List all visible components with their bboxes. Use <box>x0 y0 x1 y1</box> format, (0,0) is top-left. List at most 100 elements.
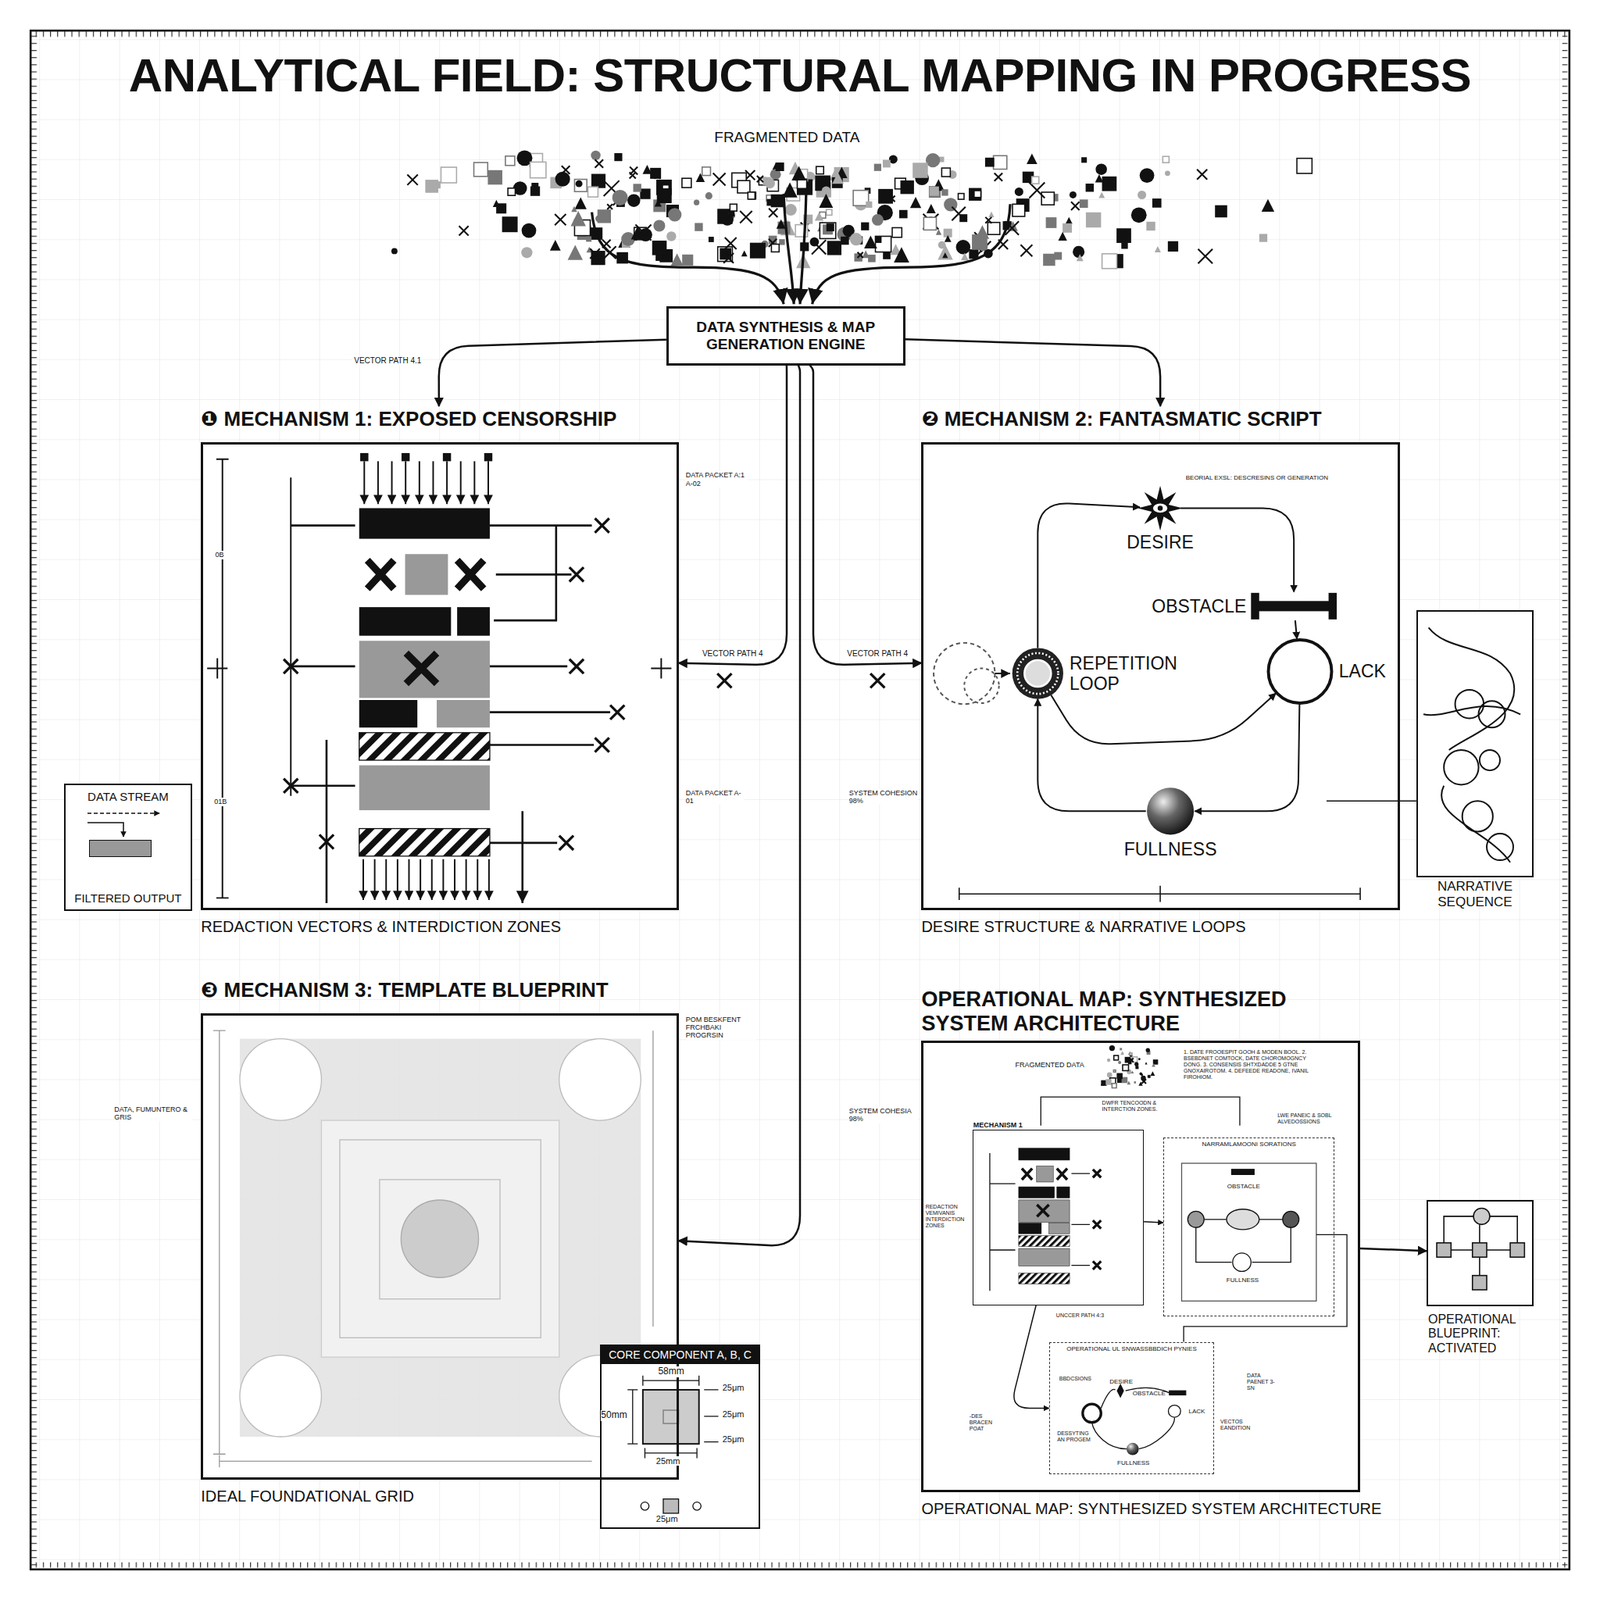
data-fragment <box>567 244 583 260</box>
data-fragment <box>926 203 936 214</box>
data-flow-line <box>800 193 807 304</box>
connector <box>1014 1305 1050 1409</box>
data-fragment <box>1085 183 1094 192</box>
data-fragment <box>653 219 665 232</box>
data-fragment <box>588 186 599 197</box>
data-fragment <box>951 207 965 221</box>
interdiction-mark <box>610 705 625 720</box>
node-label: IDEAL FOUNDATIONAL GRID <box>200 1487 415 1506</box>
connector <box>1194 703 1300 811</box>
data-fragment <box>941 167 950 177</box>
node-label: ❶ MECHANISM 1: EXPOSED CENSORSHIP <box>200 407 617 432</box>
data-fragment <box>1134 1062 1139 1067</box>
frame-box: NARRATIVE SEQUENCE <box>1416 610 1534 878</box>
narrative-figure <box>1455 689 1485 719</box>
data-fragment <box>1261 199 1275 212</box>
frame-box: MECHANISM 1 <box>972 1129 1144 1306</box>
annotation: DESSYTING AN PROGEM <box>1057 1430 1095 1443</box>
frame-box: OPERATIONAL BLUEPRINT: ACTIVATED <box>1426 1200 1534 1307</box>
operational-map <box>1183 1234 1347 1342</box>
annotation: 01B <box>214 797 227 806</box>
data-fragment <box>864 235 878 249</box>
data-fragment <box>871 214 884 226</box>
data-fragment <box>574 179 587 193</box>
edge-label: VECTOR PATH 4 <box>700 649 765 659</box>
connector <box>1295 620 1297 640</box>
node-label: OPERATIONAL UL SNWASSBBDICH PYNIES <box>1050 1345 1215 1353</box>
node-label: NARRAMLAMOONI SORATIONS <box>1164 1140 1334 1148</box>
data-fragment <box>1069 191 1077 199</box>
node-label: FULLNESS <box>1117 1459 1150 1467</box>
data-fragment <box>985 157 995 168</box>
data-fragment <box>882 160 891 168</box>
data-fragment <box>629 171 636 179</box>
signal-arrow <box>487 460 490 504</box>
data-fragment <box>666 231 676 241</box>
node-label: OPERATIONAL MAP: SYNTHESIZED SYSTEM ARCH… <box>921 987 1361 1036</box>
data-fragment <box>614 153 622 161</box>
annotation: -DES BRACEN POAT <box>969 1413 1005 1433</box>
operational-map <box>1126 1442 1140 1456</box>
component-drawing <box>642 1389 700 1444</box>
data-fragment <box>1167 241 1179 252</box>
legend-text: FILTERED OUTPUT <box>65 891 190 905</box>
signal-arrow <box>460 460 462 504</box>
interdiction-mark <box>717 673 732 688</box>
interdiction-mark <box>1092 1220 1101 1229</box>
data-fragment <box>597 209 611 223</box>
annotation: LWE PANEIC & SOBL ALVEDOSSIONS <box>1277 1112 1336 1125</box>
annotation: FRAGMENTED DATA <box>1015 1060 1085 1069</box>
data-fragment <box>1111 1083 1117 1089</box>
data-fragment <box>974 190 982 198</box>
data-fragment <box>575 180 583 188</box>
data-fragment <box>391 247 398 254</box>
fantasy-figure <box>1328 592 1337 620</box>
annotation: DATA PACKET A-01 <box>685 789 745 806</box>
data-fragment <box>1129 1052 1133 1056</box>
operational-map <box>1168 1405 1182 1418</box>
data-fragment <box>1147 1075 1150 1078</box>
data-fragment <box>956 239 971 254</box>
signal-arrow <box>446 460 448 504</box>
data-fragment <box>928 185 941 198</box>
annotation: SYSTEM COHESIA 98% <box>849 1107 918 1124</box>
annotation: 25μm <box>722 1409 745 1420</box>
data-fragment <box>725 237 737 250</box>
data-fragment <box>826 209 833 215</box>
data-fragment <box>1133 1081 1136 1084</box>
data-fragment <box>1014 187 1024 197</box>
data-fragment <box>1098 192 1105 199</box>
interdiction-mark <box>283 659 298 674</box>
data-fragment <box>530 161 547 178</box>
data-fragment <box>693 199 700 205</box>
data-fragment <box>1120 1051 1124 1055</box>
operational-map <box>1187 1210 1204 1228</box>
censorship-figure <box>290 525 611 904</box>
component-drawing <box>600 1344 761 1529</box>
signal-arrow <box>431 859 433 900</box>
node-label: MECHANISM 1 <box>973 1121 1023 1129</box>
signal-arrow <box>391 460 393 504</box>
legend-box: DATA STREAMFILTERED OUTPUT <box>64 783 192 911</box>
data-fragment <box>764 178 775 189</box>
data-fragment <box>1197 249 1213 265</box>
data-fragment <box>985 217 992 224</box>
annotation: BBDCSIONS <box>1059 1375 1092 1383</box>
fantasy-figure <box>1257 600 1331 611</box>
node-label: LACK <box>1339 660 1386 682</box>
data-fragment <box>925 153 940 168</box>
data-fragment <box>1065 217 1073 225</box>
signal-arrow <box>404 460 407 504</box>
data-fragment <box>814 211 824 221</box>
grid-ground <box>30 30 38 1570</box>
data-fragment <box>590 150 600 161</box>
signal-arrow <box>432 460 434 504</box>
annotation: 50mm <box>600 1410 627 1422</box>
symbol-node: OBSTACLE <box>1250 592 1337 622</box>
connector <box>1180 507 1294 592</box>
data-fragment <box>1042 253 1055 266</box>
interdiction-mark <box>594 518 609 533</box>
annotation: UNCCER PATH 4:3 <box>1056 1312 1104 1319</box>
censorship-figure <box>359 507 490 856</box>
data-fragment <box>827 240 842 255</box>
